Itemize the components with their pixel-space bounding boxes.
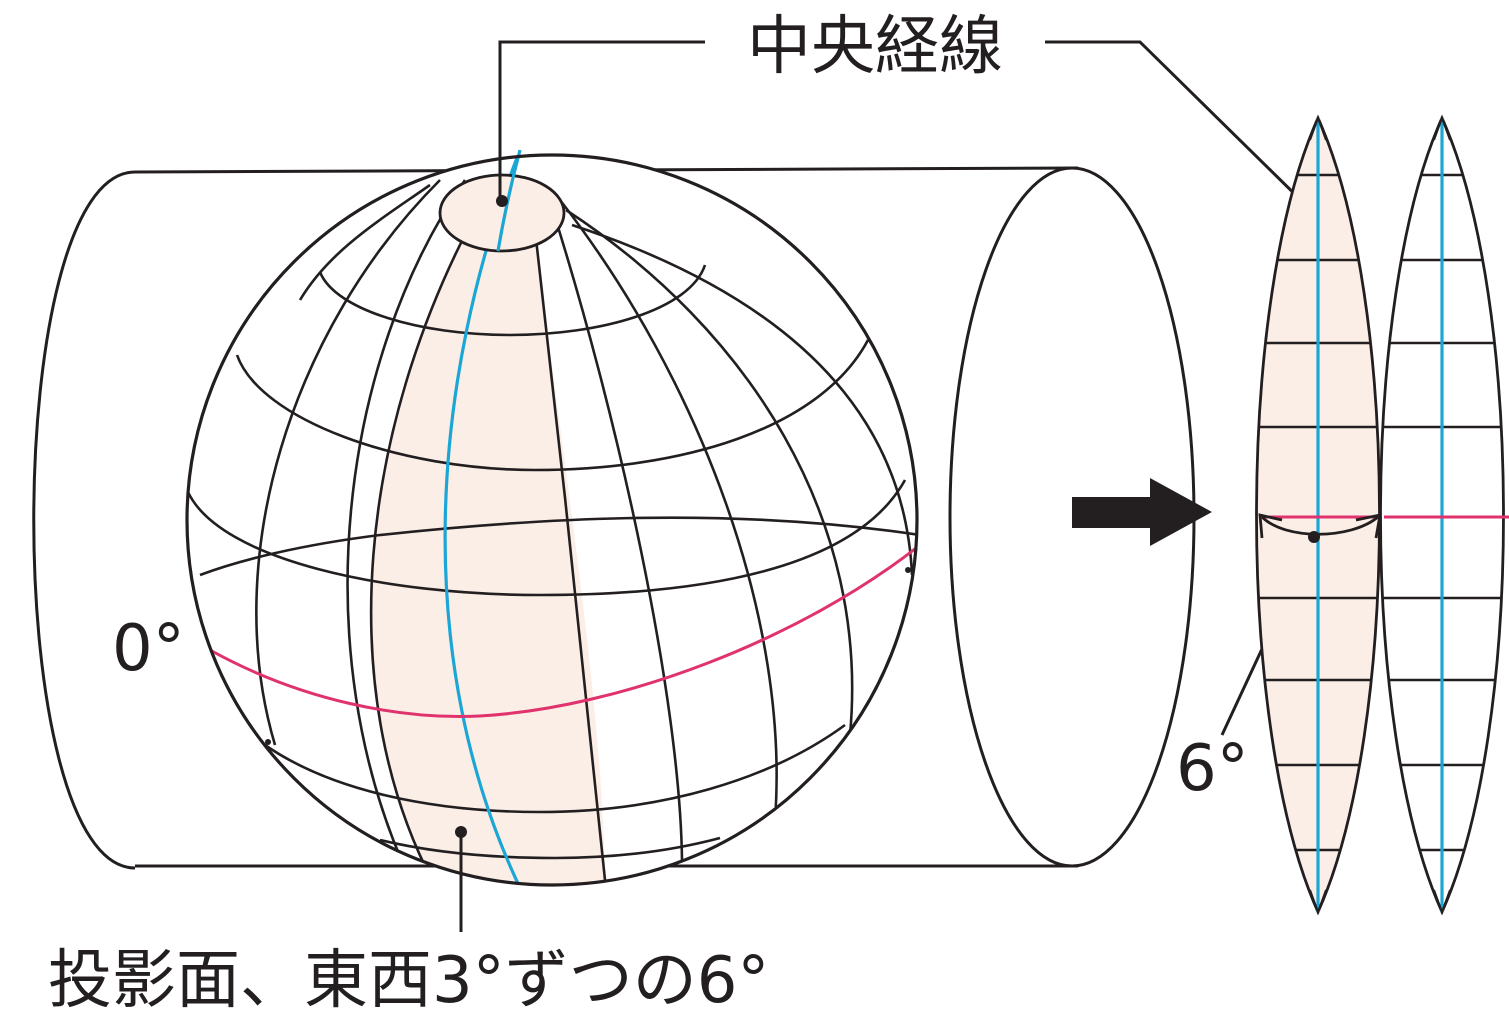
- meridian-line: [565, 208, 854, 736]
- gore-angle-arrow-left: [1258, 513, 1283, 539]
- arrow-shape: [1072, 478, 1212, 546]
- gore-angle-marker: [1258, 513, 1382, 543]
- projection-surface-label: 投影面、東西3°ずつの6°: [48, 944, 769, 1014]
- globe: [185, 149, 919, 887]
- central-meridian-line: [443, 155, 524, 885]
- sphere-edge-tick: [905, 567, 911, 573]
- globe-outline: [185, 153, 919, 887]
- gore-strip-1: [1255, 114, 1381, 916]
- meridian-line: [571, 223, 914, 576]
- parallel-line: [318, 264, 707, 337]
- right-arrow-icon: [1072, 478, 1212, 546]
- gore-2-bottom-arrow: [1433, 889, 1451, 915]
- central-meridian-pole-segment: [496, 149, 522, 252]
- gore-strip-2: [1379, 114, 1505, 916]
- gore-1-bottom-arrow: [1309, 889, 1327, 915]
- meridian-line: [298, 183, 431, 301]
- parallel-line: [379, 836, 721, 860]
- parallel-line: [264, 723, 846, 814]
- meridian-line: [558, 199, 778, 821]
- gore-angle-label: 6°: [1176, 732, 1249, 806]
- meridian-line: [346, 179, 467, 876]
- central-meridian-leader-left: [498, 40, 705, 201]
- meridian-line: [528, 184, 607, 881]
- pole-cap: [438, 173, 566, 253]
- projection-zone: [371, 185, 605, 885]
- meridians: [255, 179, 914, 885]
- gore-2-top-arrow: [1433, 115, 1451, 141]
- meridian-line: [369, 184, 494, 885]
- sphere-edge-tick: [265, 739, 271, 745]
- equator-label: 0°: [112, 612, 185, 686]
- gore-1-top-arrow: [1309, 115, 1327, 141]
- north-pole-dot: [496, 195, 508, 207]
- cylinder-left-cap: [32, 170, 136, 870]
- central-meridian-leader-right: [1045, 40, 1318, 217]
- meridian-line: [255, 179, 441, 746]
- parallel-line: [199, 516, 917, 577]
- gore-angle-dot: [1308, 531, 1320, 543]
- gore-angle-arrow-right: [1355, 513, 1382, 539]
- meridian-line: [546, 194, 684, 861]
- central-meridian-label: 中央経線: [747, 10, 1003, 84]
- equator-line: [209, 543, 917, 718]
